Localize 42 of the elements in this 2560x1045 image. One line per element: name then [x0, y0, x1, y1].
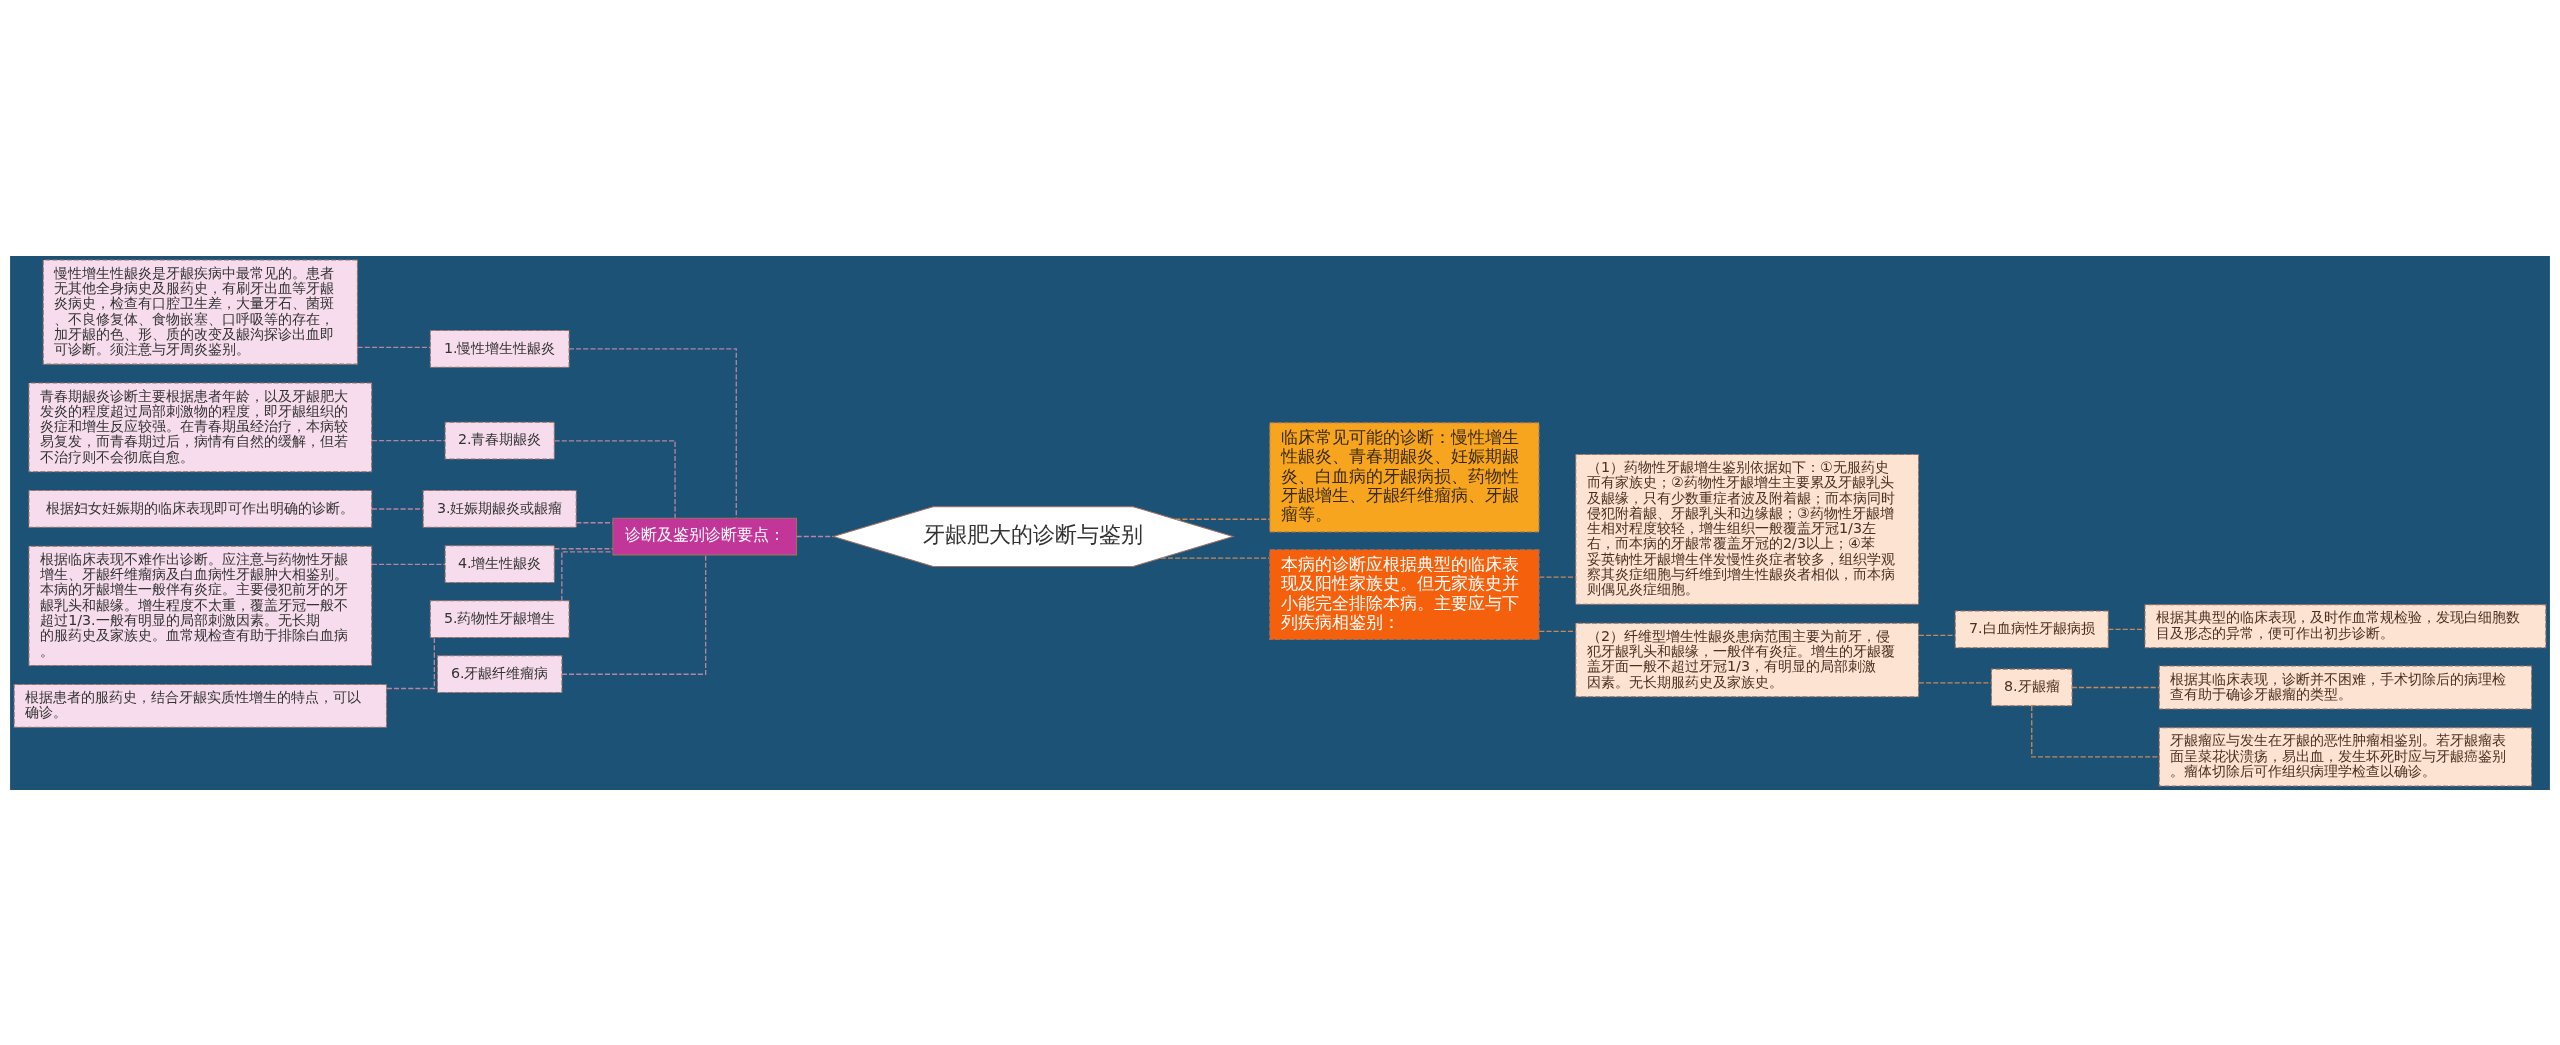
node-box: 慢性增生性龈炎是牙龈疾病中最常见的。患者无其他全身病史及服药史，有刷牙出血等牙龈炎病史，检查有口腔卫生差，大量牙石、菌斑、不良修复体、食物嵌塞、口呼吸等的存在，加牙龈的色、形、质的改变及龈沟探诊出血即可诊断。须注意与牙周炎鉴别。 — [42, 259, 358, 365]
node-box: 根据临床表现不难作出诊断。应注意与药物性牙龈增生、牙龈纤维瘤病及白血病性牙龈肿大相鉴别。本病的牙龈增生一般伴有炎症。主要侵犯前牙的牙龈乳头和龈缘。增生程度不太重，覆盖牙冠一般不超过1/3.一般有明显的局部刺激因素。无长期的服药史及家族史。血常规检查有助于排除白血病。 — [28, 545, 373, 666]
connector — [371, 507, 424, 510]
connector — [1538, 575, 1577, 578]
connector — [561, 553, 707, 675]
node-box: 2.青春期龈炎 — [444, 421, 555, 459]
connector — [2107, 628, 2146, 630]
connector — [371, 563, 446, 565]
connector — [1174, 518, 1271, 520]
connector — [796, 535, 834, 537]
node-box: （1）药物性牙龈增生鉴别依据如下：①无服药史而有家族史；②药物性牙龈增生主要累及牙龈乳头及龈缘，只有少数重症者波及附着龈；而本病同时侵犯附着龈、牙龈乳头和边缘龈；③药物性牙龈增生相对程度较轻，增生组织一般覆盖牙冠1/3左右，而本病的牙龈常覆盖牙冠的2/3以上；④苯妥英钠性牙龈增生伴发慢性炎症者较多，组织学观察其炎症细胞与纤维到增生性龈炎者相似，而本病则偶见炎症细胞。 — [1575, 453, 1920, 605]
node-box: 1.慢性增生性龈炎 — [429, 329, 570, 368]
node-box: 根据其典型的临床表现，及时作血常规检验，发现白细胞数目及形态的异常，便可作出初步诊断。 — [2144, 603, 2547, 648]
connector — [386, 636, 435, 689]
node-box: 4.增生性龈炎 — [444, 544, 555, 583]
node-box: 牙龈瘤应与发生在牙龈的恶性肿瘤相鉴别。若牙龈瘤表面呈菜花状溃疡，易出血，发生坏死时应与牙龈癌鉴别。瘤体切除后可作组织病理学检查以确诊。 — [2158, 726, 2533, 786]
connector — [1160, 556, 1271, 559]
node-box: （2）纤维型增生性龈炎患病范围主要为前牙，侵犯牙龈乳头和龈缘，一般伴有炎症。增生的牙龈覆盖牙面一般不超过牙冠1/3，有明显的局部刺激因素。无长期服药史及家族史。 — [1575, 622, 1920, 697]
connector — [1918, 634, 1956, 636]
connector — [371, 439, 446, 441]
node-box: 7.白血病性牙龈病损 — [1954, 609, 2109, 648]
node-box: 6.牙龈纤维瘤病 — [436, 654, 563, 693]
connector — [2071, 686, 2160, 688]
connector — [1538, 630, 1577, 632]
node-box: 8.牙龈瘤 — [1990, 668, 2073, 706]
node-box: 根据患者的服药史，结合牙龈实质性增生的特点，可以确诊。 — [13, 683, 387, 728]
connector — [554, 439, 676, 519]
connector — [1918, 681, 1992, 684]
connector — [575, 521, 614, 523]
node-box: 5.药物性牙龈增生 — [429, 599, 570, 638]
connector — [568, 347, 737, 518]
node-box: 3.妊娠期龈炎或龈瘤 — [422, 489, 577, 528]
connector — [561, 550, 614, 601]
node-box: 本病的诊断应根据典型的临床表现及阳性家族史。但无家族史并小能完全排除本病。主要应与下列疾病相鉴别： — [1269, 548, 1540, 640]
node-box: 诊断及鉴别诊断要点： — [612, 517, 798, 555]
node-box: 根据妇女妊娠期的临床表现即可作出明确的诊断。 — [28, 489, 373, 528]
node-box: 根据其临床表现，诊断并不困难，手术切除后的病理检查有助于确诊牙龈瘤的类型。 — [2158, 665, 2533, 709]
node-box: 青春期龈炎诊断主要根据患者年龄，以及牙龈肥大发炎的程度超过局部刺激物的程度，即牙龈组织的炎症和增生反应较强。在青春期虽经治疗，本病较易复发，而青春期过后，病情有自然的缓解，但若不治疗则不会彻底自愈。 — [28, 382, 373, 472]
connector — [553, 547, 614, 549]
node-box: 临床常见可能的诊断：慢性增生性龈炎、青春期龈炎、妊娠期龈炎、白血病的牙龈病损、药物性牙龈增生、牙龈纤维瘤病、牙龈瘤等。 — [1269, 421, 1540, 532]
connector — [356, 346, 431, 348]
connector — [2031, 704, 2160, 757]
